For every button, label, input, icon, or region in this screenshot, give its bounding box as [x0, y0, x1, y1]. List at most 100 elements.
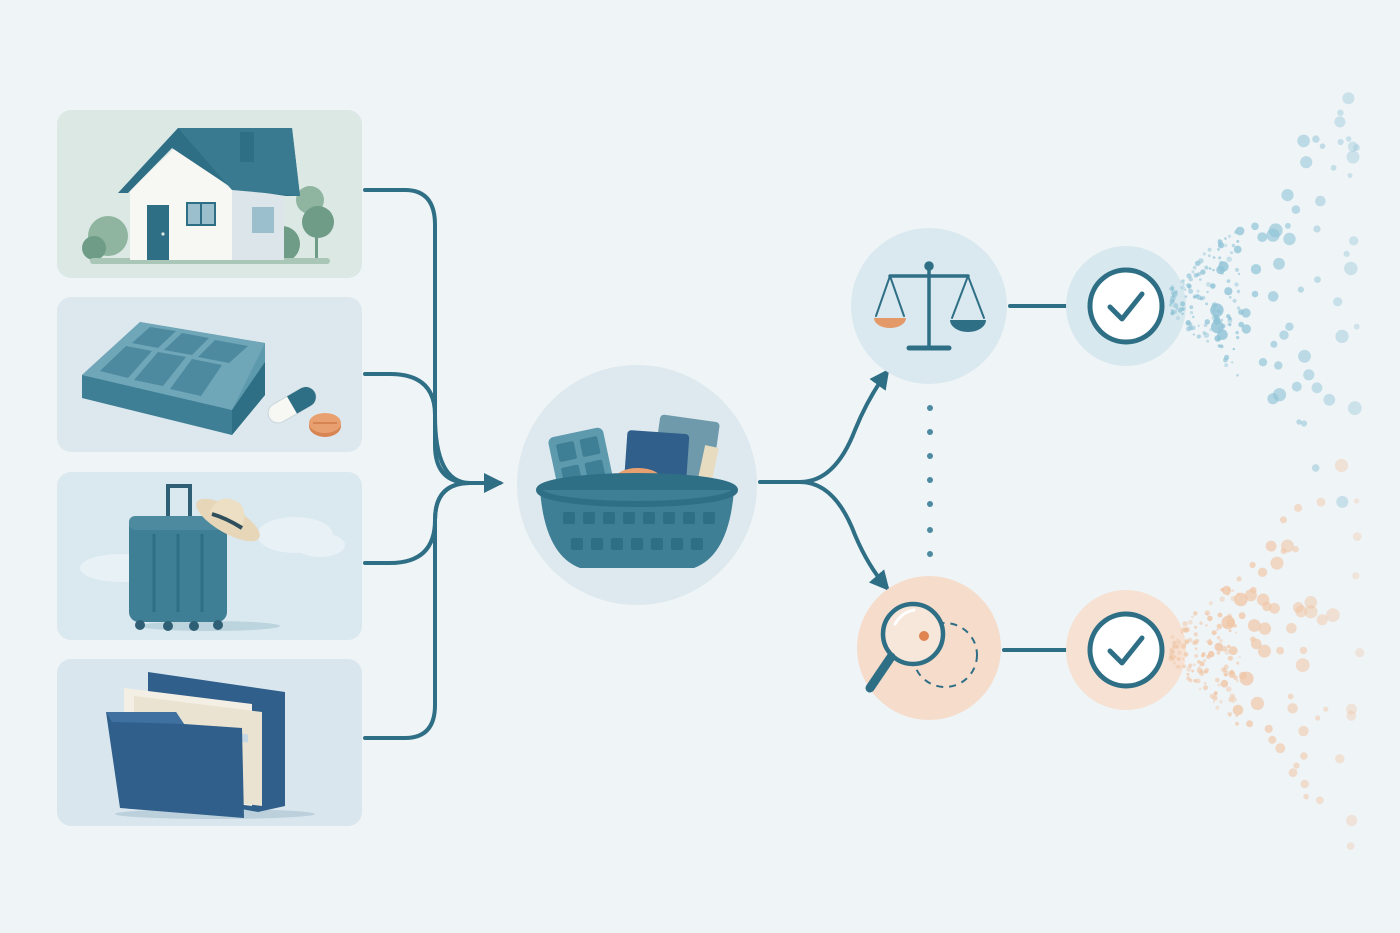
particle	[1250, 264, 1262, 275]
particle	[1298, 725, 1309, 737]
particle	[1345, 136, 1352, 142]
particle	[1237, 272, 1241, 276]
branch-node-compare	[851, 228, 1007, 384]
particle	[1204, 610, 1211, 616]
particle	[1181, 657, 1185, 661]
particle	[1175, 638, 1181, 644]
particle	[1218, 256, 1222, 260]
particle	[1176, 316, 1180, 321]
particle	[1316, 614, 1328, 626]
particle	[1279, 330, 1289, 340]
particle	[1186, 273, 1192, 279]
particle	[1284, 222, 1291, 229]
particle	[1241, 308, 1251, 318]
particle	[1173, 303, 1179, 309]
suitcase-icon	[80, 484, 345, 631]
particle	[1226, 279, 1231, 283]
particle	[1235, 679, 1239, 683]
particle	[1303, 793, 1309, 800]
particle	[1238, 612, 1246, 620]
particle	[1347, 401, 1362, 415]
particle	[1176, 657, 1181, 661]
particle	[1234, 282, 1239, 287]
particle	[1216, 628, 1219, 632]
particle	[1219, 596, 1225, 602]
particle	[1258, 622, 1272, 635]
particle	[1216, 623, 1223, 630]
particle	[1215, 705, 1220, 710]
particle	[1192, 315, 1195, 319]
particle	[1171, 291, 1175, 295]
source-card-home	[57, 110, 362, 278]
particle	[1258, 358, 1268, 367]
particle	[1235, 721, 1239, 726]
particle	[1181, 312, 1184, 315]
particle	[1223, 243, 1228, 248]
particle	[1203, 332, 1210, 338]
result-connectors	[1002, 304, 1068, 652]
particle	[1224, 287, 1233, 296]
particle	[1257, 232, 1268, 243]
particle	[1355, 648, 1365, 658]
particle	[1283, 232, 1296, 246]
particle	[1325, 608, 1340, 622]
particle	[1223, 670, 1229, 676]
particle	[1188, 288, 1194, 294]
particle	[1230, 251, 1234, 255]
particle	[1346, 842, 1355, 850]
particle	[1239, 671, 1247, 680]
particle	[1182, 664, 1187, 669]
particle	[1223, 357, 1228, 363]
particle	[1265, 540, 1277, 552]
particle	[1177, 308, 1183, 313]
particle	[1175, 664, 1180, 669]
particle	[1172, 309, 1177, 314]
particle	[1214, 642, 1224, 652]
basket-icon	[536, 414, 738, 568]
particle	[1206, 339, 1210, 343]
magnifier-icon	[865, 601, 978, 693]
connector-travel	[363, 481, 472, 565]
particle	[1212, 701, 1215, 703]
particle	[1213, 692, 1218, 696]
particle	[1296, 419, 1302, 425]
particle	[1231, 589, 1235, 592]
particle	[1274, 361, 1283, 370]
particle	[1353, 144, 1360, 152]
particle	[1196, 334, 1201, 339]
particle	[1217, 683, 1221, 687]
dotted-link	[927, 405, 933, 557]
particle	[1180, 643, 1186, 649]
particle	[1330, 164, 1337, 171]
particle	[1192, 663, 1196, 667]
connector-documents	[363, 481, 472, 740]
particle	[1183, 652, 1189, 657]
particle	[1268, 735, 1277, 744]
particle	[1213, 256, 1216, 259]
particle	[1227, 317, 1233, 323]
particle	[1180, 627, 1185, 633]
particle	[1210, 283, 1216, 289]
particle	[1287, 693, 1294, 700]
particle	[1184, 639, 1190, 644]
particle	[1298, 349, 1311, 363]
particle	[1231, 243, 1236, 248]
checkmark-icon	[1087, 611, 1165, 689]
particle	[1303, 369, 1315, 381]
particle	[1231, 361, 1234, 364]
particle	[1212, 695, 1218, 701]
particle	[1269, 602, 1280, 614]
particle	[1227, 655, 1233, 661]
particle	[1203, 667, 1209, 673]
particle	[1191, 615, 1194, 619]
particle	[1226, 314, 1231, 319]
particle	[1191, 270, 1195, 274]
particle	[1250, 696, 1264, 711]
branch-connector-inspect	[798, 480, 890, 592]
particle	[1170, 634, 1175, 640]
particle	[1206, 290, 1209, 294]
particle	[1188, 663, 1193, 668]
particle	[1182, 279, 1185, 282]
particle	[1316, 497, 1326, 507]
